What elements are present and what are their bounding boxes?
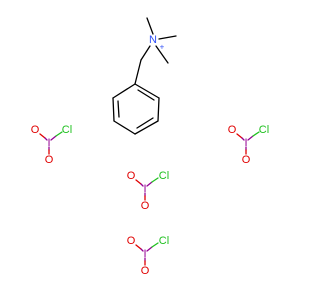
oxygen-atom-label-top: O (31, 124, 40, 136)
ring-double-bond-a (137, 89, 155, 101)
o-i-bond-top-right (140, 183, 144, 187)
n-methyl-bond-right (158, 35, 177, 40)
n-methyl-bond-top (146, 17, 154, 35)
ring-bond-1 (134, 83, 160, 99)
ch2-ring-bond (134, 59, 142, 85)
o-i-bond-top-right (241, 137, 245, 141)
oxygen-atom-label-bottom: O (141, 265, 150, 277)
o-i-bond-top-left (135, 179, 142, 185)
ring-double-bond-b (136, 117, 154, 129)
ring-bond-3 (134, 120, 159, 135)
iodine-atom-label: I (143, 248, 146, 260)
o-i-bond-top-right (44, 137, 48, 141)
ring-bond-4 (113, 120, 136, 135)
n-ch2-bond (140, 45, 151, 61)
oxygen-atom-label-bottom: O (141, 200, 150, 212)
o-i-bond-top-left (39, 133, 46, 139)
iodine-atom-label: I (244, 137, 247, 149)
positive-charge-label: + (160, 43, 165, 52)
ring-double-bond-c (117, 100, 120, 118)
ring-bond-2 (157, 97, 160, 122)
o-i-bond-top-left (236, 133, 243, 139)
i-cl-bond-b (252, 131, 260, 137)
i-cl-bond (146, 181, 153, 187)
i-cl-bond-b (151, 242, 159, 248)
o-i-bond-top-left (135, 244, 142, 250)
i-cl-bond-b (55, 131, 63, 137)
iodyl-chloride-3: O I Cl O (127, 170, 169, 212)
ring-bond-6 (112, 83, 136, 99)
nitrogen-atom-label: N (149, 34, 157, 46)
iodine-atom-label: I (143, 183, 146, 195)
i-cl-bond (146, 246, 153, 252)
iodyl-chloride-1: O I Cl O (31, 124, 72, 166)
iodyl-chloride-4: O I Cl O (127, 235, 169, 277)
oxygen-atom-label-bottom: O (242, 154, 251, 166)
chlorine-atom-label: Cl (159, 170, 169, 182)
o-i-bond-top-right (140, 248, 144, 252)
iodyl-chloride-2: O I Cl O (228, 124, 269, 166)
benzyltrimethylammonium-cation: N + (112, 17, 177, 135)
molecule-diagram: N + O I Cl O O I Cl O O I Cl (31, 17, 269, 277)
iodine-atom-label: I (47, 137, 50, 149)
i-cl-bond-b (151, 177, 159, 183)
n-methyl-bond-down (155, 45, 169, 64)
oxygen-atom-label-top: O (228, 124, 237, 136)
oxygen-atom-label-top: O (127, 170, 136, 182)
ring-bond-5 (112, 97, 115, 122)
oxygen-atom-label-bottom: O (45, 154, 54, 166)
i-cl-bond (50, 135, 57, 141)
chlorine-atom-label: Cl (259, 124, 269, 136)
i-cl-bond (247, 135, 254, 141)
chlorine-atom-label: Cl (62, 124, 72, 136)
oxygen-atom-label-top: O (127, 235, 136, 247)
chlorine-atom-label: Cl (159, 235, 169, 247)
